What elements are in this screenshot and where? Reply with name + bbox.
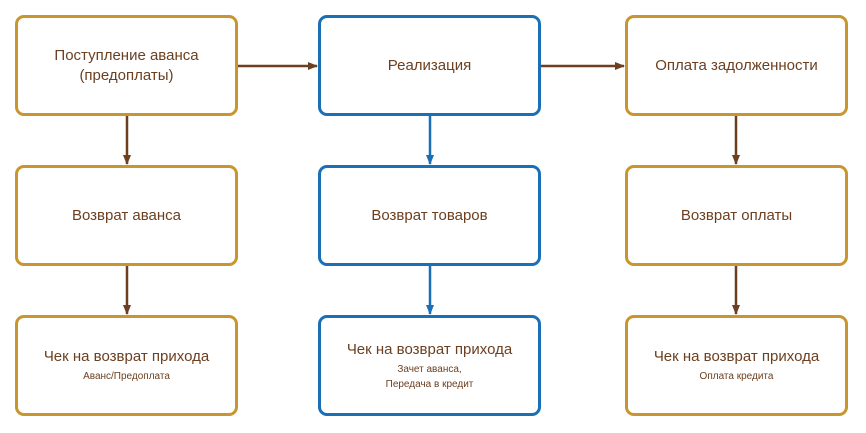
node-receipt-offset: Чек на возврат прихода Зачет аванса, Пер…: [318, 315, 541, 416]
node-subtitle: Аванс/Предоплата: [83, 371, 170, 382]
node-advance-receipt: Поступление аванса (предоплаты): [15, 15, 238, 116]
node-title: Возврат аванса: [71, 206, 182, 224]
node-title: Чек на возврат прихода: [43, 348, 210, 365]
node-advance-return: Возврат аванса: [15, 165, 238, 266]
node-title: Поступление аванса (предоплаты): [54, 46, 199, 84]
node-title: Чек на возврат прихода: [653, 348, 820, 365]
node-title: Реализация: [387, 56, 472, 74]
node-title: Чек на возврат прихода: [346, 340, 513, 358]
node-goods-return: Возврат товаров: [318, 165, 541, 266]
node-debt-payment: Оплата задолженности: [625, 15, 848, 116]
node-receipt-advance: Чек на возврат прихода Аванс/Предоплата: [15, 315, 238, 416]
node-payment-return: Возврат оплаты: [625, 165, 848, 266]
node-title: Возврат оплаты: [680, 206, 793, 224]
node-title: Оплата задолженности: [655, 56, 818, 74]
node-subtitle: Оплата кредита: [699, 371, 774, 382]
node-sale: Реализация: [318, 15, 541, 116]
node-title: Возврат товаров: [371, 206, 488, 224]
node-receipt-credit: Чек на возврат прихода Оплата кредита: [625, 315, 848, 416]
node-subtitle-line2: Передача в кредит: [385, 378, 474, 390]
node-subtitle-line1: Зачет аванса,: [397, 363, 462, 375]
